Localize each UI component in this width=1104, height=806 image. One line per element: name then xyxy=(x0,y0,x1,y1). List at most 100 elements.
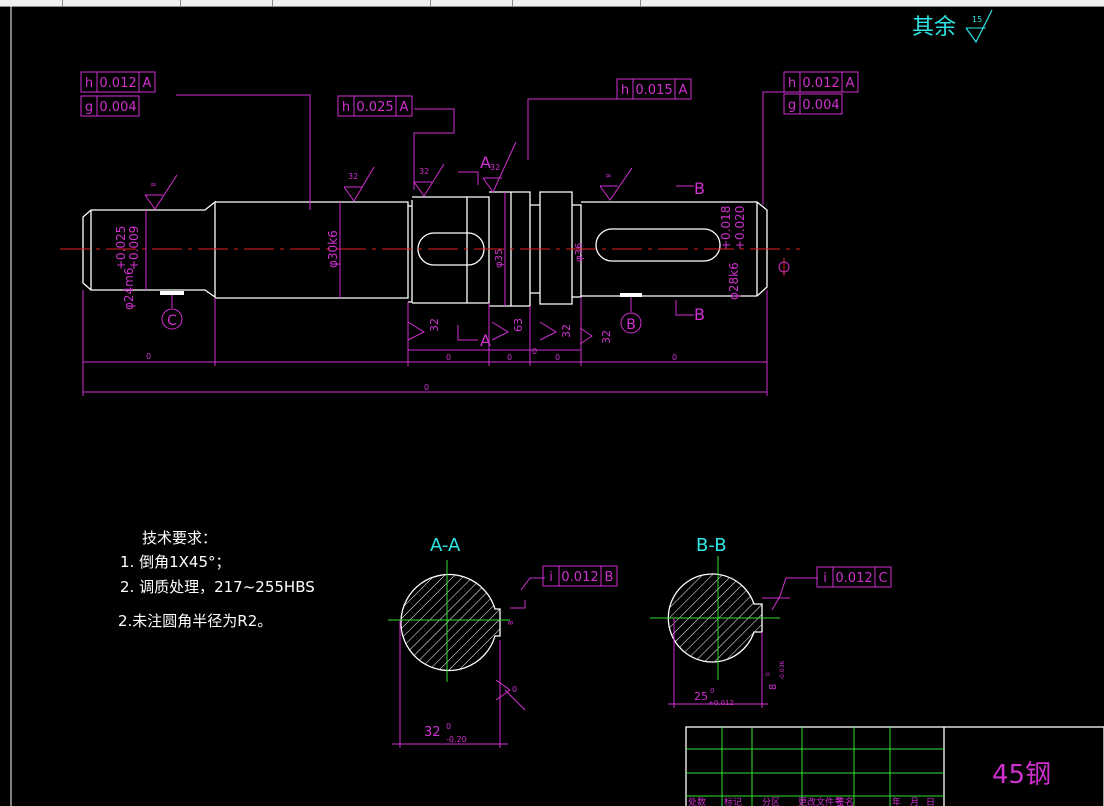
tolerance-frame-text: g xyxy=(788,98,796,113)
svg-text:-0.20: -0.20 xyxy=(446,735,467,744)
tolerance-frame-text: 0.004 xyxy=(802,98,839,113)
svg-text:0: 0 xyxy=(512,685,517,694)
tolerance-frame-text: A xyxy=(400,100,409,115)
tolerance-frame-text: h xyxy=(85,76,93,91)
tolerance-frame-text: h xyxy=(621,83,629,98)
tolerance-frame-text: C xyxy=(878,571,887,586)
tech-notes-title: 技术要求： xyxy=(142,529,217,547)
svg-text:63: 63 xyxy=(512,318,525,332)
svg-text:0: 0 xyxy=(507,353,512,362)
tolerance-frame-text: 0.012 xyxy=(99,76,136,91)
svg-text:0: 0 xyxy=(765,672,772,676)
svg-text:+0.025: +0.025 xyxy=(114,226,128,270)
svg-text:0: 0 xyxy=(446,353,451,362)
svg-text:+0.009: +0.009 xyxy=(127,226,141,270)
section-a-top-label: A xyxy=(480,153,491,172)
tech-note-3: 2.未注圆角半径为R2。 xyxy=(118,612,272,630)
title-block-header-cell: 更改文件号 xyxy=(798,796,843,806)
title-block-header-cell: 日 xyxy=(926,797,935,806)
svg-text:∞: ∞ xyxy=(150,180,157,189)
svg-text:8: 8 xyxy=(507,621,515,625)
roughness-symbols-top xyxy=(144,141,633,210)
technical-requirements: 技术要求： 1. 倒角1X45°； 2. 调质处理，217~255HBS 2.未… xyxy=(118,529,315,630)
svg-text:φ30k6: φ30k6 xyxy=(326,230,340,268)
section-a-bottom-label: A xyxy=(480,331,491,350)
tolerance-frame-text: g xyxy=(85,100,93,115)
title-block: 45钢 处数 标记 分区 更改文件号签名 年月日 xyxy=(685,726,1104,806)
material-label: 45钢 xyxy=(992,760,1051,790)
tech-note-2: 2. 调质处理，217~255HBS xyxy=(120,578,315,596)
svg-text:+0.020: +0.020 xyxy=(733,206,747,250)
tolerance-frame-text: A xyxy=(143,76,152,91)
section-b-top-label: B xyxy=(694,179,705,198)
document-tab[interactable] xyxy=(430,0,513,6)
tech-note-1: 1. 倒角1X45°； xyxy=(120,553,231,571)
svg-text:32: 32 xyxy=(424,725,441,740)
title-block-header-cell: 处数 xyxy=(688,796,706,806)
svg-text:φ24m6: φ24m6 xyxy=(122,267,136,310)
tolerance-frame-text: A xyxy=(846,76,855,91)
svg-text:0: 0 xyxy=(146,352,151,361)
title-block-header-cell: 签名 xyxy=(836,796,854,806)
document-tab[interactable] xyxy=(0,0,63,6)
tolerance-frame-text: 0.012 xyxy=(835,571,872,586)
document-tab[interactable] xyxy=(512,0,641,6)
tolerance-frame-cell xyxy=(841,71,859,93)
section-b-b: B-B 25 0 +0.012 8 -0.036 0 xyxy=(650,535,818,708)
svg-text:φ35: φ35 xyxy=(494,249,505,268)
tolerance-frame-cell xyxy=(395,95,413,117)
section-markers xyxy=(457,171,694,341)
svg-text:0: 0 xyxy=(710,687,714,695)
svg-text:0: 0 xyxy=(532,347,537,356)
tolerance-frame-text: i xyxy=(823,571,827,586)
rest-roughness-symbol: 其余 15 xyxy=(912,9,993,44)
title-block-header-cell: 月 xyxy=(910,797,919,806)
tolerance-frame-text: 0.012 xyxy=(802,76,839,91)
section-b-b-title: B-B xyxy=(696,535,727,556)
svg-text:∞: ∞ xyxy=(605,171,612,180)
document-tab[interactable] xyxy=(62,0,181,6)
tolerance-frame-text: h xyxy=(342,100,350,115)
svg-text:-0.036: -0.036 xyxy=(779,660,786,680)
tolerance-frame-text: i xyxy=(549,570,553,585)
datum-b-label: B xyxy=(626,317,636,333)
svg-text:32: 32 xyxy=(348,172,358,181)
tolerance-frame-text: B xyxy=(605,570,614,585)
document-tab[interactable] xyxy=(272,0,431,6)
datum-circle xyxy=(778,261,790,273)
svg-text:其余: 其余 xyxy=(912,15,956,40)
shaft-outline xyxy=(82,191,768,307)
svg-text:0: 0 xyxy=(672,353,677,362)
svg-text:32: 32 xyxy=(428,318,441,332)
svg-text:0: 0 xyxy=(424,383,429,392)
svg-text:0: 0 xyxy=(446,722,451,731)
section-b-bottom-label: B xyxy=(694,305,705,324)
tolerance-frame-cell xyxy=(674,78,692,100)
title-block-header-cell: 年 xyxy=(892,796,901,806)
tolerance-frame-cell xyxy=(96,95,140,117)
svg-text:φ36: φ36 xyxy=(574,243,585,262)
tolerance-frame-cell xyxy=(600,565,618,587)
datum-c-circle xyxy=(161,308,183,330)
svg-text:32: 32 xyxy=(560,324,573,338)
tolerance-frame-cell xyxy=(874,566,892,588)
section-a-a-title: A-A xyxy=(430,535,461,556)
document-tab-bar xyxy=(0,0,1104,7)
svg-text:32: 32 xyxy=(490,163,500,172)
svg-text:+0.018: +0.018 xyxy=(719,206,733,250)
tolerance-frame-text: 0.025 xyxy=(356,100,393,115)
datum-b-bar xyxy=(620,293,642,297)
section-a-a: A-A 32 0 -0.20 8 0 xyxy=(388,535,545,748)
tolerance-frame-cell xyxy=(799,93,843,115)
dimension-lines xyxy=(82,290,768,396)
document-tab[interactable] xyxy=(180,0,273,6)
title-block-header-cell: 分区 xyxy=(762,797,780,806)
tolerance-frame-text: A xyxy=(679,83,688,98)
dimension-values: 0 0 0 0 0 0 0 xyxy=(146,347,677,392)
cad-drawing-canvas[interactable]: 其余 15 C xyxy=(0,6,1104,806)
svg-text:φ28k6: φ28k6 xyxy=(727,262,741,300)
roughness-values-bottom: 32 63 32 32 xyxy=(428,318,613,344)
title-block-header-cell: 标记 xyxy=(724,796,742,806)
datum-b-circle xyxy=(620,312,642,334)
